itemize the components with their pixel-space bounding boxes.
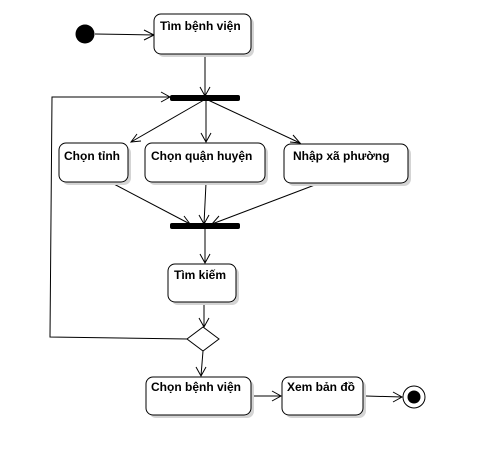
activity-label: Chọn bệnh viện <box>151 380 241 394</box>
arrowhead <box>289 134 302 144</box>
edge-district-to-join <box>203 182 207 225</box>
edge-ward-to-join <box>211 182 321 225</box>
activity-view-map: Xem bản đồ <box>281 376 366 418</box>
activity-label: Tìm kiếm <box>174 268 226 282</box>
edge-start-to-search-hospital <box>94 33 155 36</box>
activity-choose-district: Chọn quận huyện <box>144 142 268 185</box>
activity-label: Nhập xã phường <box>293 149 390 163</box>
final-node <box>402 385 426 409</box>
edge-map-to-final <box>365 395 403 398</box>
activity-search-hospital: Tìm bệnh viện <box>153 13 254 57</box>
decision-node <box>186 326 220 352</box>
arrowhead <box>198 317 210 329</box>
arrowhead <box>195 366 207 378</box>
activity-label: Xem bản đồ <box>287 380 355 394</box>
edge-fork-to-ward <box>207 99 301 144</box>
activity-choose-province: Chọn tỉnh <box>58 142 131 185</box>
arrowhead <box>392 391 404 403</box>
arrowhead <box>129 133 142 143</box>
edge-province-to-join <box>111 182 191 225</box>
activity-label: Tìm bệnh viện <box>160 19 241 33</box>
edges <box>49 29 404 403</box>
initial-node <box>75 24 95 44</box>
arrowhead <box>200 132 212 144</box>
edge-fork-to-province <box>130 99 205 143</box>
activity-label: Chọn tỉnh <box>64 149 120 163</box>
activity-search: Tìm kiếm <box>167 263 239 305</box>
arrowhead <box>199 253 211 265</box>
activity-enter-ward: Nhập xã phường <box>283 143 411 186</box>
fork-bar <box>170 95 240 101</box>
arrowhead <box>271 390 283 402</box>
join-bar <box>170 223 240 229</box>
activity-choose-hospital: Chọn bệnh viện <box>145 376 254 418</box>
edge-decision-to-choose-hospital <box>200 350 204 377</box>
activity-label: Chọn quận huyện <box>151 149 252 163</box>
edge-loop-decision-to-fork <box>49 96 189 340</box>
